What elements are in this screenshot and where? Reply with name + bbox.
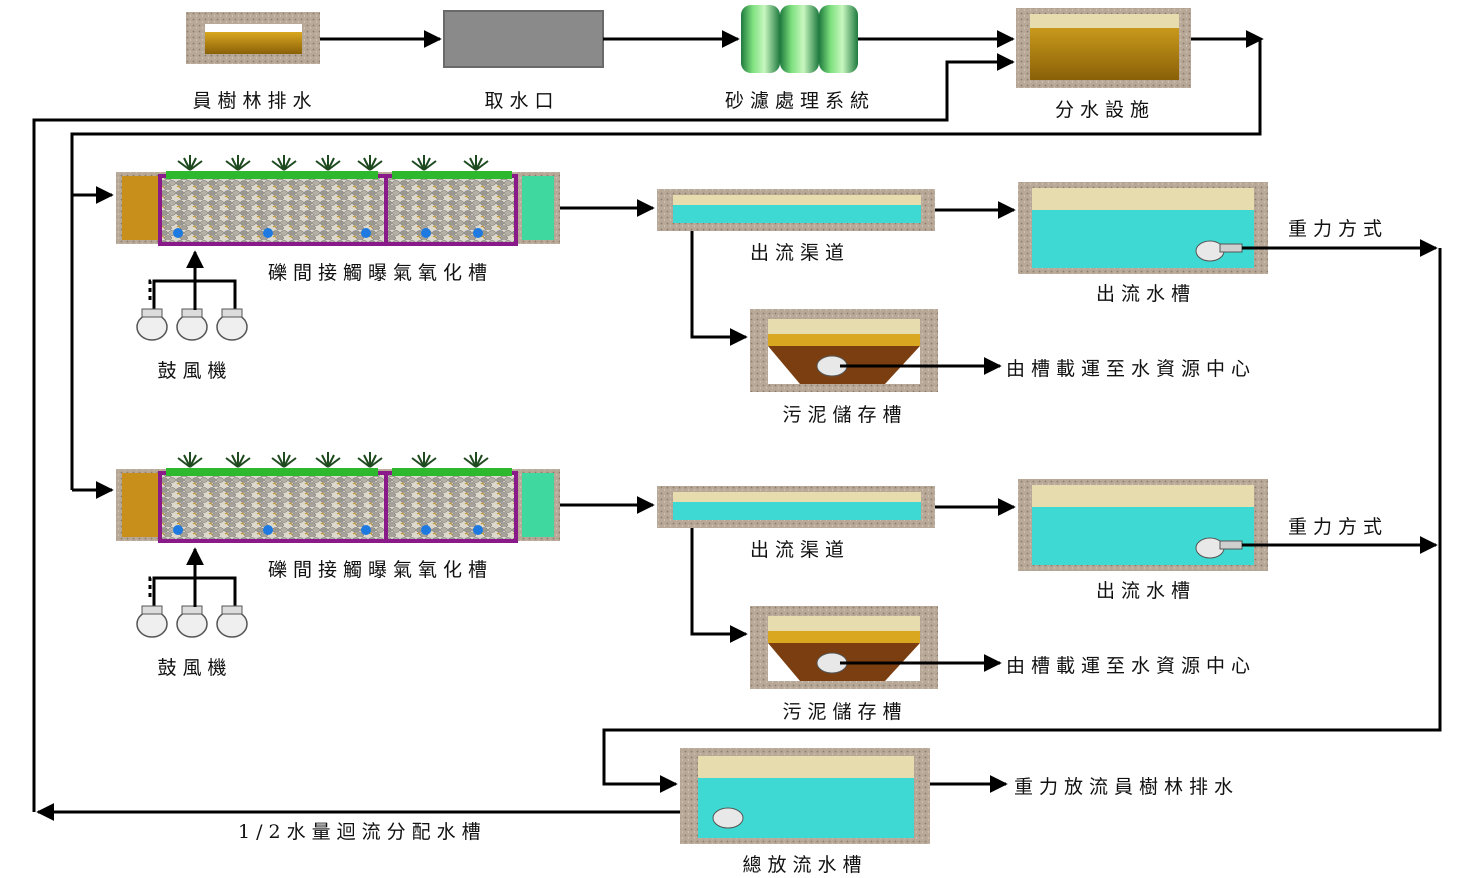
blower-icon <box>136 308 168 341</box>
plant-icon <box>411 452 437 468</box>
sludge-tank-1 <box>750 309 938 392</box>
plant-icon <box>357 155 383 171</box>
plant-icon <box>225 452 251 468</box>
outflow-tank-2 <box>1018 479 1268 571</box>
outflow-channel-1 <box>657 189 935 231</box>
reactor-tank-2 <box>116 468 560 543</box>
plant-icon <box>177 155 203 171</box>
label-channel-2: 出流渠道 <box>749 539 851 561</box>
plant-icon <box>463 155 489 171</box>
label-gravity-2: 重力方式 <box>1288 516 1389 538</box>
label-gravity-1: 重力方式 <box>1288 218 1389 240</box>
blower-icon <box>176 605 208 638</box>
reactor-tank-1 <box>116 171 560 246</box>
blower-icon <box>216 308 248 341</box>
label-blower-2: 鼓風機 <box>157 657 233 679</box>
plant-icon <box>463 452 489 468</box>
sand-filter-cylinders <box>741 5 858 73</box>
label-sludge-tank-2: 污泥儲存槽 <box>782 701 908 723</box>
label-outflow-tank-2: 出流水槽 <box>1095 580 1197 602</box>
plant-icon <box>411 155 437 171</box>
plant-icon <box>315 452 341 468</box>
label-reactor-2: 礫間接觸曝氣氧化槽 <box>268 559 494 581</box>
label-intake: 取水口 <box>484 90 560 112</box>
label-sludge-tank-1: 污泥儲存槽 <box>782 404 908 426</box>
intake-box <box>443 10 604 68</box>
flow-lines <box>32 30 1442 821</box>
outflow-channel-2 <box>657 486 935 528</box>
label-channel-1: 出流渠道 <box>749 242 851 264</box>
blower-group-1 <box>136 279 248 341</box>
distribution-tank <box>1016 8 1191 88</box>
reactor-plants <box>177 155 489 468</box>
plant-icon <box>225 155 251 171</box>
total-discharge-tank <box>680 748 930 844</box>
label-discharge: 重力放流員樹林排水 <box>1014 776 1240 798</box>
sludge-tank-2 <box>750 606 938 689</box>
label-sludge-out-2: 由槽載運至水資源中心 <box>1006 655 1257 677</box>
plant-icon <box>315 155 341 171</box>
outflow-tank-1 <box>1018 182 1268 274</box>
source-channel-tank <box>186 12 320 64</box>
label-recirculation: 1/2水量迴流分配水槽 <box>238 821 487 843</box>
plant-icon <box>271 452 297 468</box>
blower-icon <box>176 308 208 341</box>
plant-icon <box>357 452 383 468</box>
label-sludge-out-1: 由槽載運至水資源中心 <box>1006 358 1257 380</box>
label-blower-1: 鼓風機 <box>157 360 233 382</box>
blower-group-2 <box>136 576 248 638</box>
label-distribution: 分水設施 <box>1054 99 1156 121</box>
label-total-tank: 總放流水槽 <box>742 854 868 876</box>
blower-icon <box>216 605 248 638</box>
label-source: 員樹林排水 <box>192 90 318 112</box>
blower-icon <box>136 605 168 638</box>
label-outflow-tank-1: 出流水槽 <box>1095 283 1197 305</box>
plant-icon <box>271 155 297 171</box>
label-reactor-1: 礫間接觸曝氣氧化槽 <box>268 262 494 284</box>
plant-icon <box>177 452 203 468</box>
label-sand-filter: 砂濾處理系統 <box>724 90 876 112</box>
